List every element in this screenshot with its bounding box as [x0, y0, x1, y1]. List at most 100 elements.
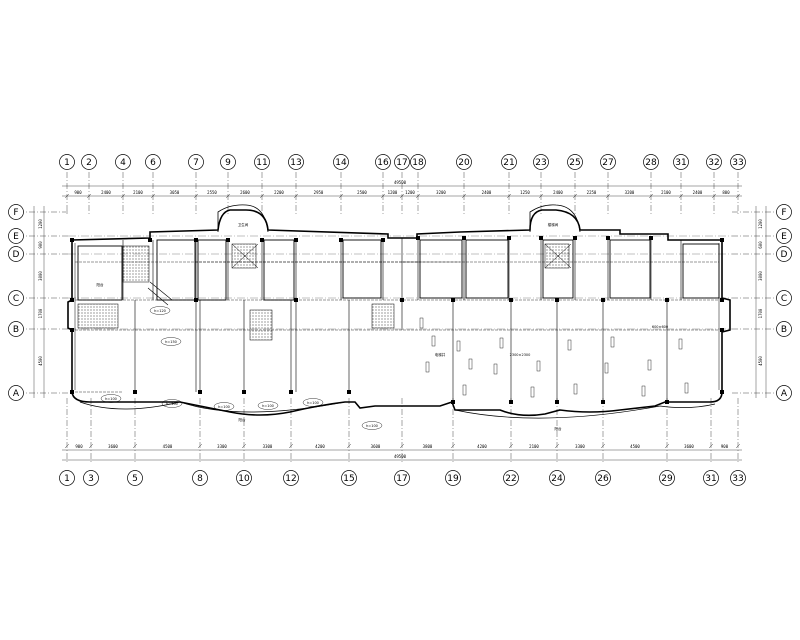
axis-bottom-8-circle [192, 470, 208, 486]
axis-bottom-31-circle [703, 470, 719, 486]
tick-top-19 [711, 193, 717, 199]
axis-left-C-label: C [13, 294, 19, 304]
axis-bottom-24-label: 24 [551, 474, 563, 484]
detail-mark-9 [462, 384, 467, 396]
tick-top-15 [572, 193, 578, 199]
tick-bottom-14 [735, 443, 741, 449]
axis-right-A-label: A [781, 389, 788, 399]
axis-top-27-circle [600, 154, 616, 170]
column-4 [148, 238, 152, 242]
column-7 [260, 238, 264, 242]
dim-top-9: 1200 [388, 190, 398, 195]
detail-mark-14 [647, 359, 652, 371]
exterior-wall [67, 209, 731, 417]
dim-left-2: 3000 [38, 271, 43, 281]
dim-top-12: 2400 [482, 190, 492, 195]
detail-mark-17 [468, 358, 473, 370]
detail-mark-2 [493, 363, 498, 375]
dim-left-3: 1700 [38, 308, 43, 318]
tick-top-1 [86, 193, 92, 199]
tick-top-7 [293, 193, 299, 199]
tick-bottom-2 [132, 443, 138, 449]
axis-right-B-label: B [781, 325, 787, 335]
column-24 [400, 298, 404, 302]
detail-mark-11 [536, 360, 541, 372]
axis-right-A-circle [776, 385, 792, 401]
tick-bottom-0 [64, 443, 70, 449]
column-16 [606, 236, 610, 240]
axis-right-F-label: F [781, 208, 786, 218]
axis-bottom-24-circle [549, 470, 565, 486]
column-8 [294, 238, 298, 242]
column-19 [720, 298, 724, 302]
axis-bottom-15-circle [341, 470, 357, 486]
column-37 [555, 400, 559, 404]
column-23 [294, 298, 298, 302]
axis-top-14-label: 14 [335, 158, 347, 168]
detail-mark-8 [425, 361, 430, 373]
axis-bottom-8-label: 8 [197, 474, 203, 484]
column-6 [226, 238, 230, 242]
room-note-0: 阳台 [97, 282, 104, 287]
axis-bottom-3-circle [83, 470, 99, 486]
axis-bottom-10-label: 10 [238, 474, 250, 484]
axis-top-4-circle [115, 154, 131, 170]
tick-top-20 [735, 193, 741, 199]
dim-top-2: 2100 [133, 190, 143, 195]
room-box-1 [156, 239, 196, 301]
axis-top-20-label: 20 [458, 158, 470, 168]
dim-right-3: 1700 [758, 308, 763, 318]
axis-top-31-label: 31 [675, 158, 686, 168]
dim-top-14: 2400 [553, 190, 563, 195]
axis-bottom-33-circle [730, 470, 746, 486]
room-box-5 [419, 239, 463, 299]
column-22 [194, 298, 198, 302]
slab-label-7: h=150 [165, 340, 177, 344]
axis-top-32-label: 32 [708, 158, 719, 168]
axis-bottom-26-label: 26 [597, 474, 609, 484]
column-31 [198, 390, 202, 394]
dim-bottom-9: 2100 [529, 444, 539, 449]
grid-lines [18, 172, 782, 462]
column-12 [462, 236, 466, 240]
detail-mark-7 [678, 338, 683, 350]
dim-top-13: 1250 [520, 190, 530, 195]
detail-mark-16 [431, 335, 436, 347]
column-0 [70, 238, 74, 242]
tick-top-5 [225, 193, 231, 199]
tick-bottom-7 [399, 443, 405, 449]
column-15 [573, 236, 577, 240]
axis-bottom-17-circle [394, 470, 410, 486]
column-14 [539, 236, 543, 240]
hatched-shafts [77, 243, 570, 341]
bottom-label-0: 阳台 [239, 417, 246, 422]
dim-top-0: 900 [74, 190, 82, 195]
dim-bottom-8: 4200 [477, 444, 487, 449]
axis-bottom-29-label: 29 [661, 474, 673, 484]
tick-top-6 [259, 193, 265, 199]
axis-top-23-circle [533, 154, 549, 170]
bay-window-left [217, 204, 269, 233]
hatched-shaft-0 [77, 303, 119, 329]
room-box-4 [342, 239, 382, 299]
tick-top-11 [415, 193, 421, 199]
axis-right-C-circle [776, 290, 792, 306]
room-note-4: 2300×2300 [510, 353, 531, 357]
axis-bottom-26-circle [595, 470, 611, 486]
dim-bottom-5: 4200 [315, 444, 325, 449]
axis-left-A-circle [8, 385, 24, 401]
dim-bottom-7: 3800 [423, 444, 433, 449]
detail-mark-12 [573, 383, 578, 395]
dim-bottom-1: 3600 [108, 444, 118, 449]
axis-bottom-1-circle [59, 470, 75, 486]
column-36 [509, 400, 513, 404]
axis-left-A-label: A [13, 389, 20, 399]
walls [75, 238, 720, 402]
room-note-3: 电梯井 [435, 352, 446, 357]
slab-tag-ring-6 [149, 306, 171, 315]
axis-bottom-1-label: 1 [64, 474, 70, 484]
detail-mark-3 [530, 386, 535, 398]
tick-top-4 [193, 193, 199, 199]
detail-mark-13 [610, 336, 615, 348]
